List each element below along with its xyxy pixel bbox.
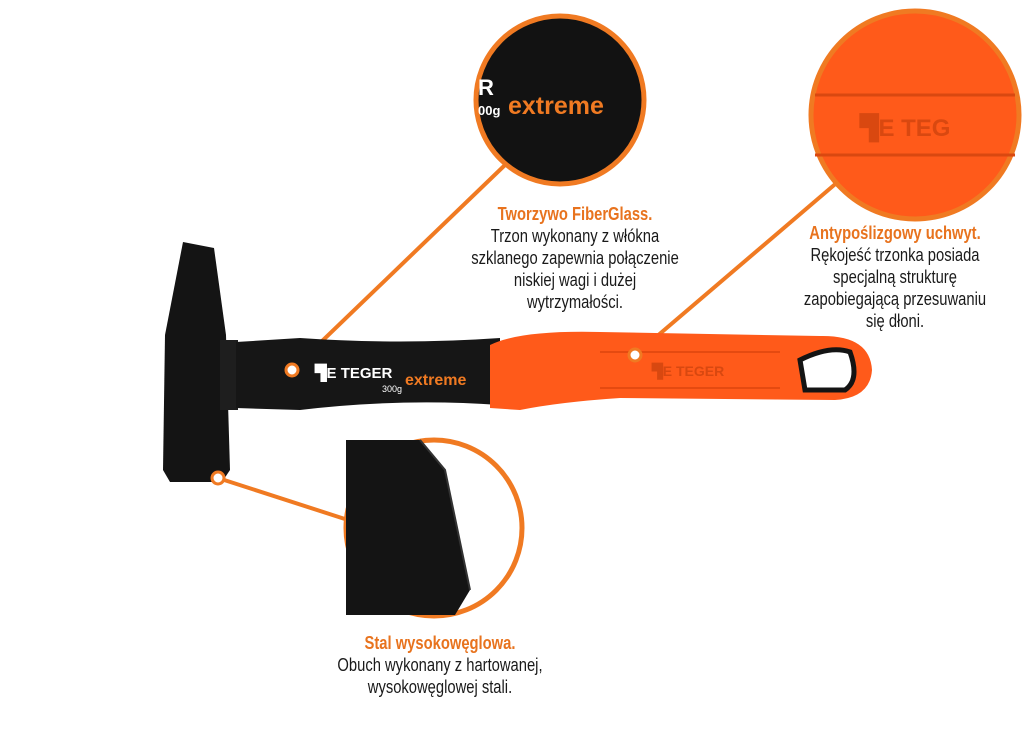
svg-text:extreme: extreme bbox=[508, 92, 604, 120]
callout-text: zapobiegającą przesuwaniu bbox=[803, 289, 987, 309]
zoom-circle-head bbox=[343, 437, 525, 619]
callout-fiberglass: Tworzywo FiberGlass. Trzon wykonany z wł… bbox=[456, 203, 694, 313]
hammer-head bbox=[163, 242, 238, 482]
svg-text:R: R bbox=[478, 75, 494, 100]
shaft-brand-logo: ▜E TEGER bbox=[314, 363, 393, 383]
callout-text: Trzon wykonany z włókna bbox=[490, 226, 660, 246]
leader-line-fiberglass bbox=[290, 163, 507, 372]
callout-text: szklanego zapewnia połączenie bbox=[471, 248, 679, 268]
callout-title: Tworzywo FiberGlass. bbox=[497, 204, 653, 224]
callout-grip: Antypoślizgowy uchwyt. Rękojeść trzonka … bbox=[793, 222, 998, 332]
callout-text: Rękojeść trzonka posiada bbox=[810, 245, 980, 265]
callout-title: Stal wysokowęglowa. bbox=[364, 633, 516, 653]
zoom-circle-fiberglass: R 00g extreme bbox=[473, 13, 647, 187]
shaft-weight: 300g bbox=[382, 384, 402, 394]
zoom-circle-grip: ▜E TEG bbox=[808, 8, 1022, 222]
lanyard-hole bbox=[797, 347, 857, 393]
marker-dot-head bbox=[210, 470, 226, 486]
marker-dot-grip bbox=[627, 347, 643, 363]
leader-line-head bbox=[217, 476, 349, 522]
callout-text: się dłoni. bbox=[865, 311, 925, 331]
svg-text:00g: 00g bbox=[478, 103, 500, 118]
callout-text: specjalną strukturę bbox=[833, 267, 957, 287]
callout-text: wysokowęglowej stali. bbox=[367, 677, 513, 697]
callout-title: Antypoślizgowy uchwyt. bbox=[809, 223, 981, 243]
leader-line-grip bbox=[633, 178, 842, 357]
leader-lines bbox=[217, 163, 842, 522]
shaft-line-name: extreme bbox=[405, 372, 466, 389]
svg-text:▜E TEG: ▜E TEG bbox=[859, 113, 950, 143]
callout-text: niskiej wagi i dużej bbox=[513, 270, 637, 290]
grip-brand-logo: ▜E TEGER bbox=[651, 362, 724, 380]
marker-dot-shaft bbox=[284, 362, 300, 378]
callout-head: Stal wysokowęglowa. Obuch wykonany z har… bbox=[317, 632, 563, 698]
fiberglass-shaft bbox=[236, 338, 500, 410]
callout-text: Obuch wykonany z hartowanej, bbox=[337, 655, 543, 675]
callout-text: wytrzymałości. bbox=[527, 292, 623, 312]
